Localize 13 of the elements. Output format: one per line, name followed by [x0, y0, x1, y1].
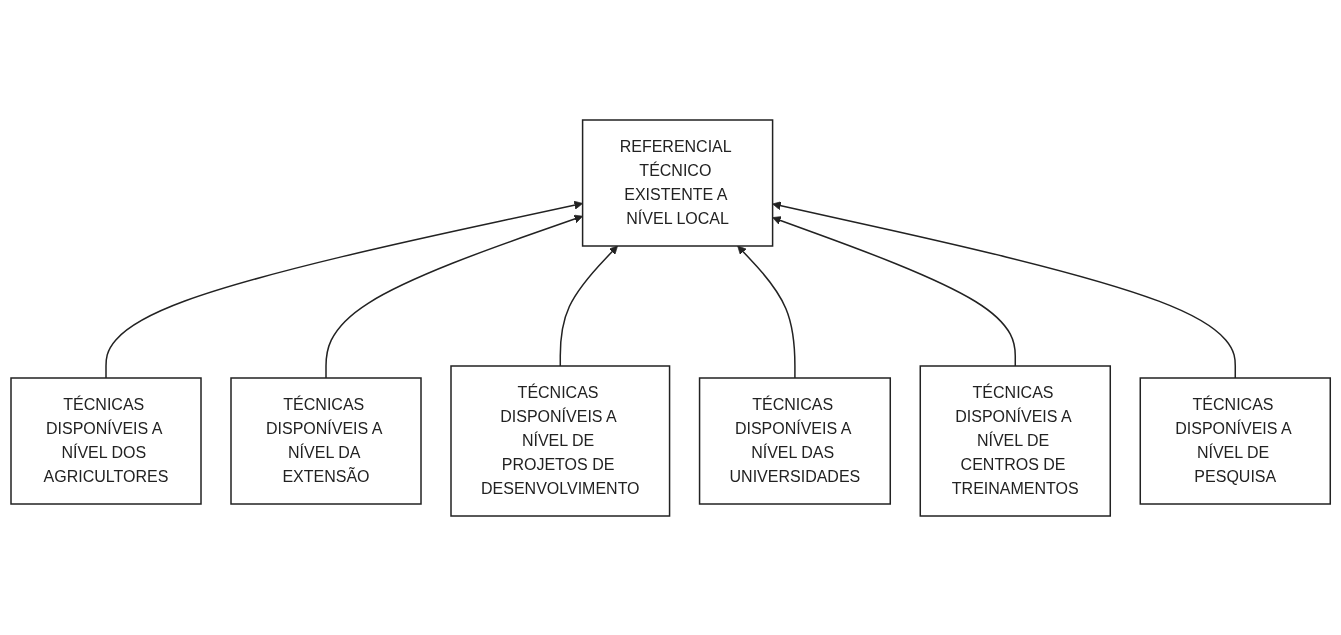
arrow [772, 200, 1236, 379]
node-box: TÉCNICAS DISPONÍVEIS A NÍVEL DE PESQUISA [1139, 376, 1331, 505]
node-box: TÉCNICAS DISPONÍVEIS A NÍVEL DA EXTENSÃO [230, 376, 422, 505]
node-box: TÉCNICAS DISPONÍVEIS A NÍVEL DAS UNIVERSIDADES [698, 376, 891, 505]
node-box: TÉCNICAS DISPONÍVEIS A NÍVEL DE CENTROS DE TREINAMENTOS [919, 364, 1111, 517]
arrow [105, 200, 583, 379]
arrow [737, 245, 796, 379]
arrow [772, 215, 1016, 367]
node-box: TÉCNICAS DISPONÍVEIS A NÍVEL DE PROJETOS DE DESENVOLVIMENTO [450, 364, 671, 517]
node-box: TÉCNICAS DISPONÍVEIS A NÍVEL DOS AGRICULTORES [10, 376, 202, 505]
node-box: REFERENCIAL TÉCNICO EXISTENTE A NÍVEL LOCAL [581, 118, 774, 247]
arrow [325, 214, 583, 379]
arrow [559, 245, 618, 367]
